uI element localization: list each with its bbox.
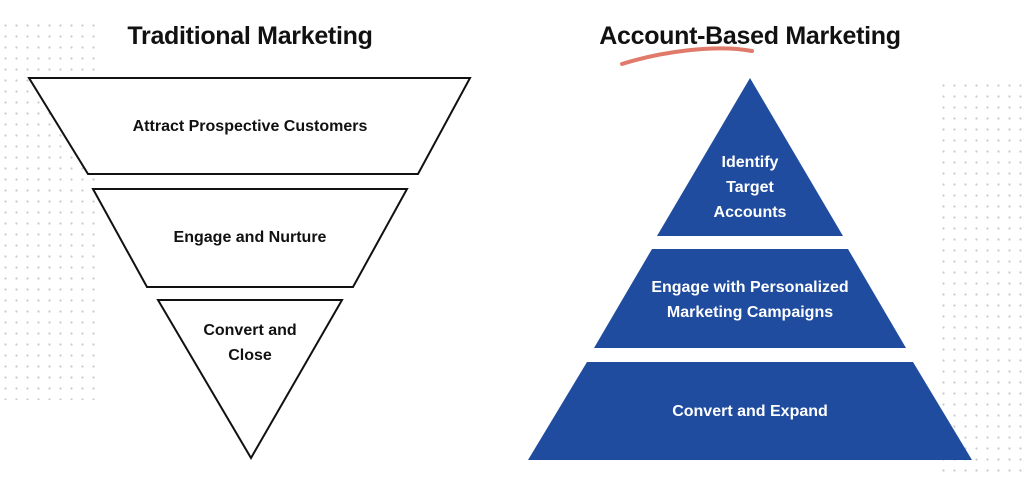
decorative-dot-pattern-right	[938, 80, 1024, 475]
funnel-stage-engage	[91, 188, 409, 288]
traditional-marketing-title: Traditional Marketing	[127, 22, 373, 50]
pyramid-label-identify: Identify Target Accounts	[650, 150, 850, 225]
funnel-label-convert-line-1: Convert and	[203, 322, 297, 339]
pyramid-label-identify-line-3: Accounts	[713, 204, 787, 221]
pyramid-stage-convert	[528, 362, 972, 460]
pyramid-label-engage: Engage with Personalized Marketing Campa…	[600, 275, 900, 325]
funnel-stage-attract	[27, 77, 472, 175]
funnel-label-engage-line-1: Engage and Nurture	[173, 229, 327, 246]
funnel-label-engage: Engage and Nurture	[100, 225, 400, 250]
pyramid-label-identify-line-1: Identify	[721, 154, 779, 171]
pyramid-label-engage-line-2: Marketing Campaigns	[666, 304, 834, 321]
pyramid-label-identify-line-2: Target	[726, 179, 774, 196]
funnel-stage-convert	[156, 299, 344, 460]
funnel-label-convert-line-2: Close	[228, 347, 272, 364]
funnel-label-attract-line-1: Attract Prospective Customers	[132, 118, 368, 135]
pyramid-label-engage-line-1: Engage with Personalized	[651, 279, 849, 296]
pyramid-label-convert-line-1: Convert and Expand	[672, 403, 828, 420]
title-underline-accent	[620, 46, 754, 66]
funnel-label-attract: Attract Prospective Customers	[100, 114, 400, 139]
pyramid-label-convert: Convert and Expand	[600, 399, 900, 424]
account-based-marketing-title: Account-Based Marketing	[599, 22, 901, 50]
pyramid-stage-identify	[657, 78, 843, 236]
pyramid-stage-engage	[594, 249, 906, 348]
funnel-label-convert: Convert and Close	[150, 318, 350, 368]
